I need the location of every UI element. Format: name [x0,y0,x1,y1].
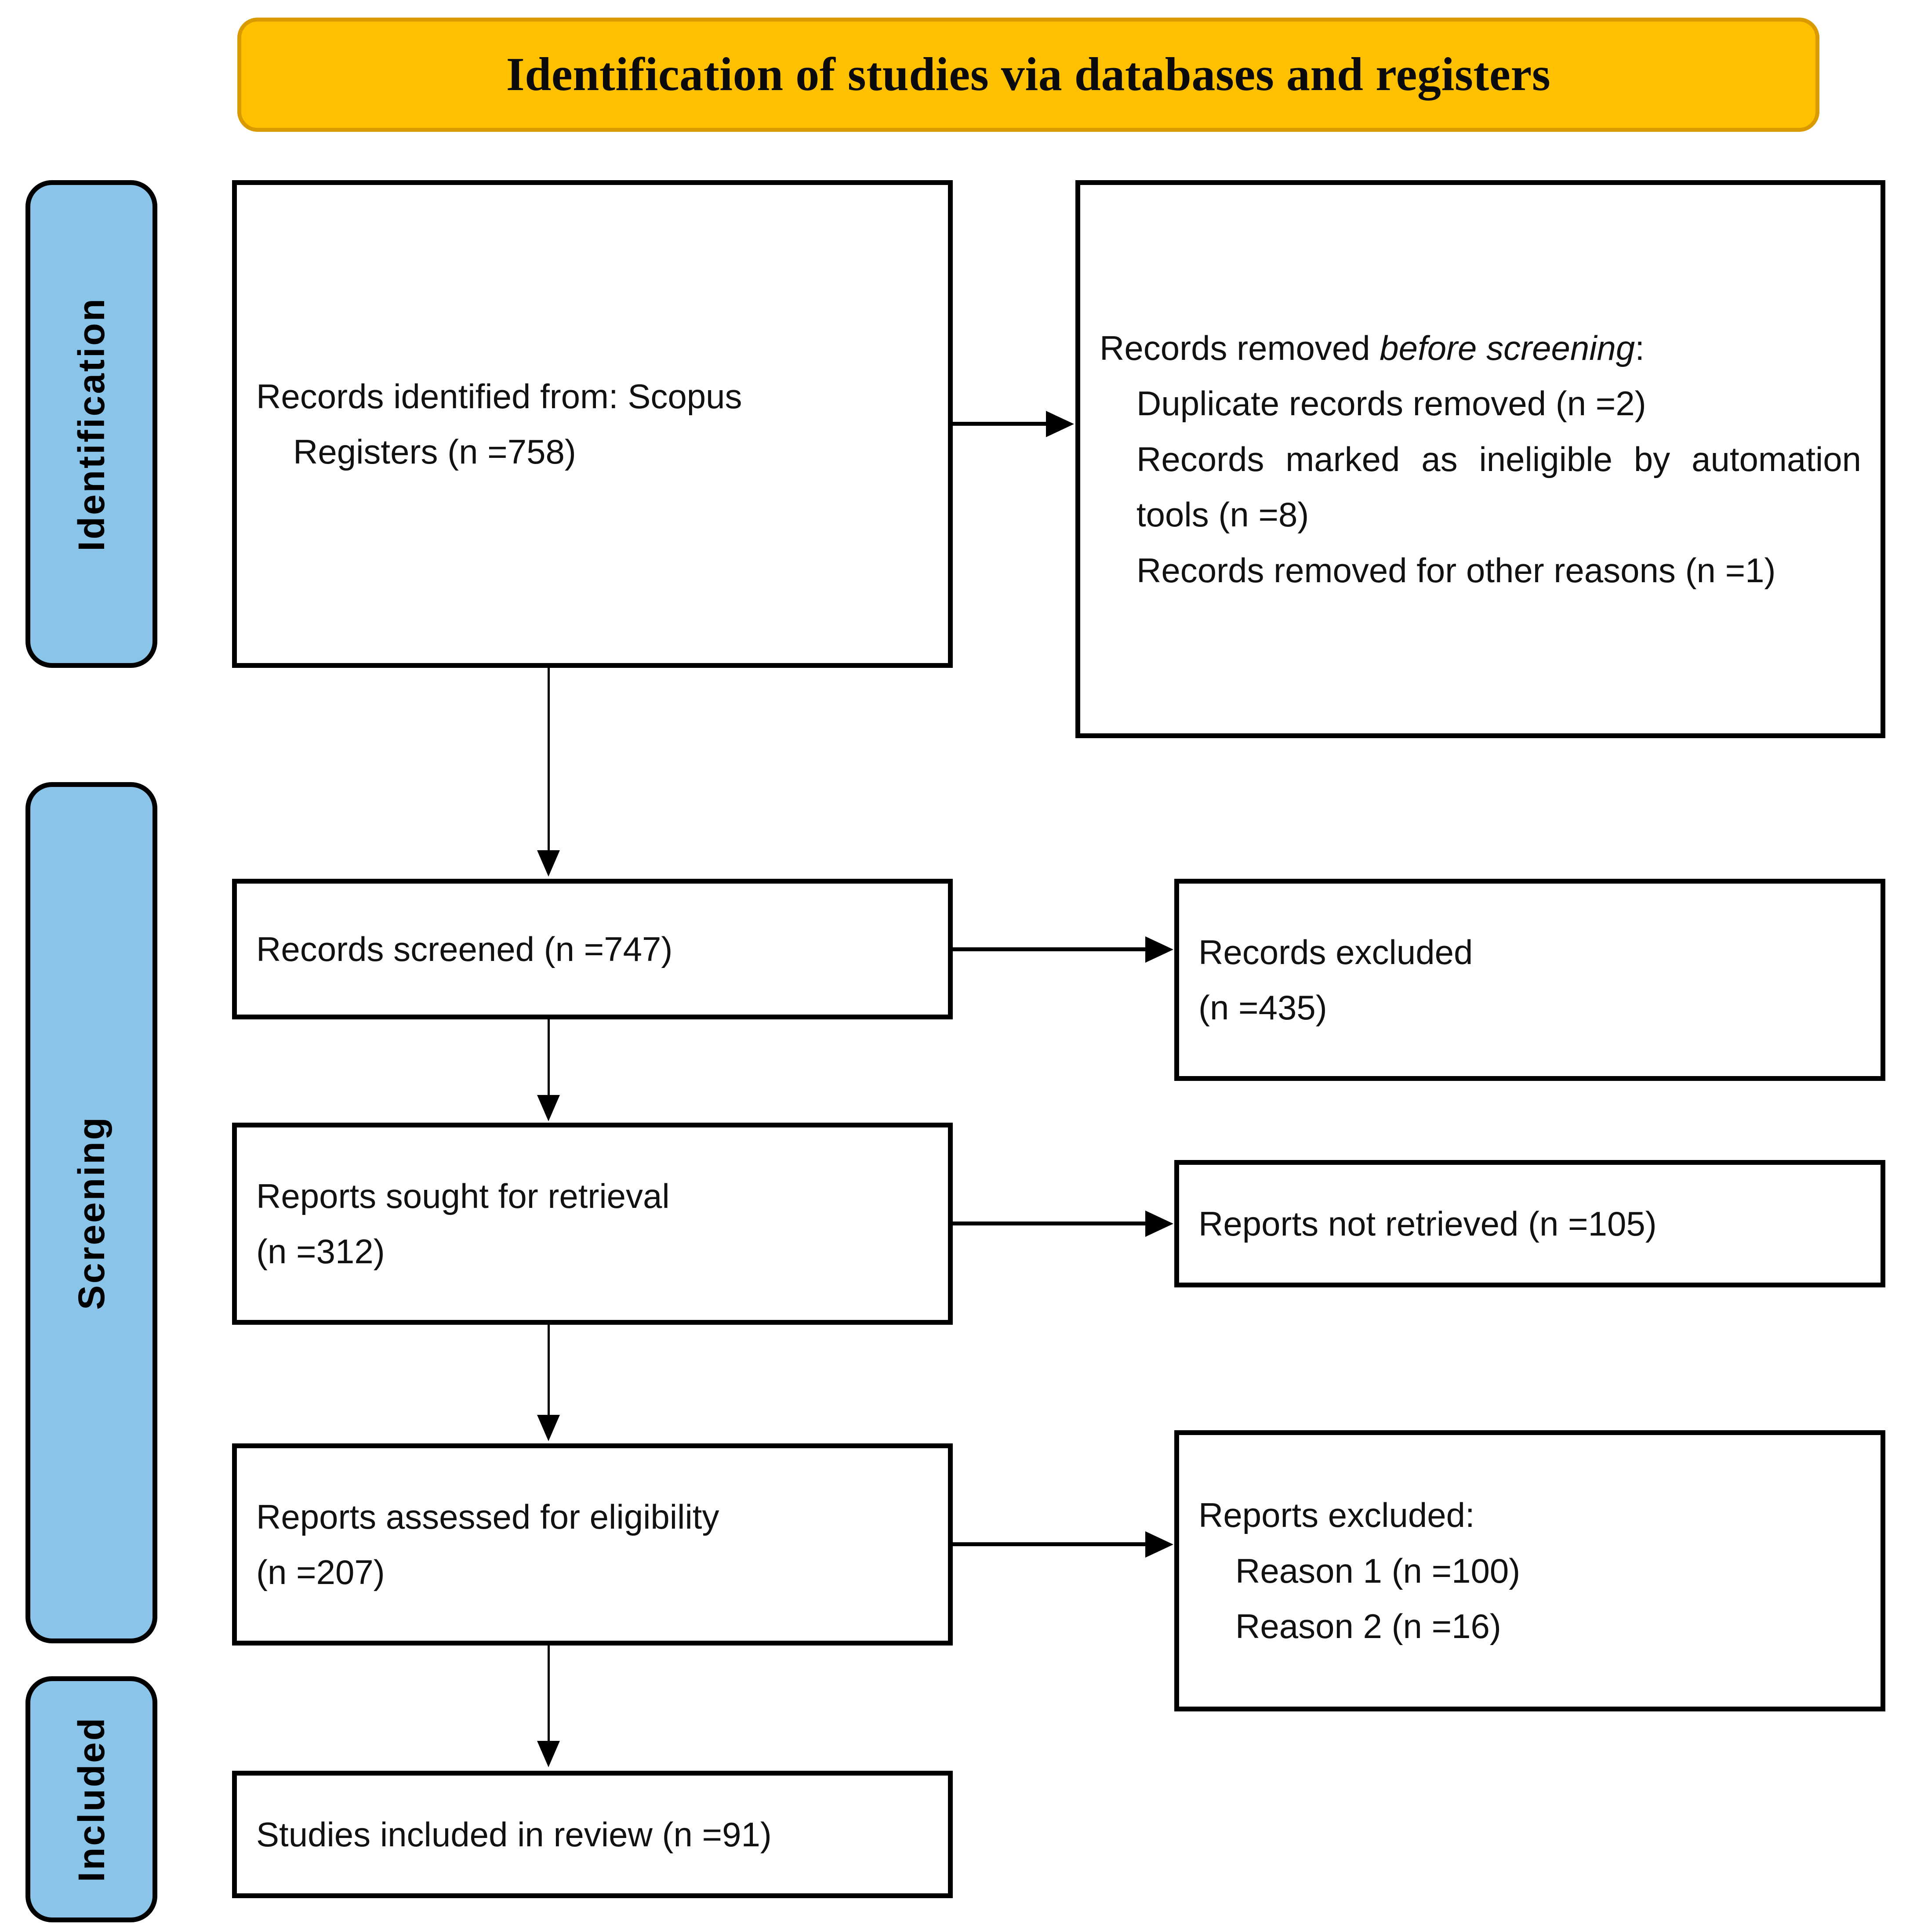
arrowhead-sought-to-assessed-icon [537,1415,560,1441]
arrowhead-sought-to-not-retrieved-icon [1145,1211,1173,1237]
node-reports-assessed-for-eligibility: Reports assessed for eligibility (n =207… [232,1443,953,1646]
node-records-removed-before-screening: Records removed before screening: Duplic… [1075,180,1885,738]
node-records-excluded: Records excluded (n =435) [1174,879,1885,1081]
node-reports-not-retrieved: Reports not retrieved (n =105) [1174,1160,1885,1287]
connector-sought-to-assessed [548,1325,550,1416]
connector-assessed-to-included [548,1646,550,1742]
records-removed-item-duplicate: Duplicate records removed (n =2) [1136,384,1646,423]
records-excluded-line2: (n =435) [1198,988,1327,1027]
connector-assessed-to-excluded [953,1542,1146,1546]
reports-assessed-line2: (n =207) [256,1553,385,1591]
reports-excluded-reason1: Reason 1 (n =100) [1235,1551,1521,1590]
records-excluded-line1: Records excluded [1198,932,1473,971]
reports-sought-line2: (n =312) [256,1232,385,1271]
reports-excluded-heading: Reports excluded: [1198,1496,1475,1535]
records-removed-item-ineligible: Records marked as ineligible by automati… [1136,439,1861,534]
connector-identified-to-screened [548,668,550,852]
arrowhead-screened-to-sought-icon [537,1095,560,1121]
connector-sought-to-not-retrieved [953,1222,1146,1225]
stage-label-included-text: Included [70,1716,112,1882]
stage-label-screening: Screening [25,782,157,1643]
connector-identified-to-removed [953,422,1047,426]
connector-screened-to-sought [548,1019,550,1096]
connector-screened-to-excluded [953,947,1146,951]
arrowhead-assessed-to-included-icon [537,1741,560,1767]
records-identified-line2: Registers (n =758) [293,432,576,471]
node-reports-sought-for-retrieval: Reports sought for retrieval (n =312) [232,1123,953,1325]
node-records-screened: Records screened (n =747) [232,879,953,1019]
records-removed-heading: Records removed before screening: [1080,320,1881,376]
node-studies-included-in-review: Studies included in review (n =91) [232,1771,953,1898]
stage-label-identification: Identification [25,180,157,668]
stage-label-identification-text: Identification [70,297,112,551]
arrowhead-screened-to-excluded-icon [1145,936,1173,963]
diagram-header-banner: Identification of studies via databases … [237,18,1819,132]
stage-label-screening-text: Screening [70,1115,112,1310]
studies-included-line1: Studies included in review (n =91) [256,1815,772,1854]
node-records-identified: Records identified from: Scopus Register… [232,180,953,668]
records-screened-line1: Records screened (n =747) [256,929,673,968]
records-identified-line1: Records identified from: Scopus [256,377,742,416]
reports-not-retrieved-line1: Reports not retrieved (n =105) [1198,1204,1657,1243]
page-title: Identification of studies via databases … [506,48,1551,101]
records-removed-heading-suffix: : [1635,329,1645,368]
reports-excluded-reason2: Reason 2 (n =16) [1235,1607,1501,1646]
arrowhead-identified-to-screened-icon [537,850,560,877]
records-removed-heading-italic: before screening [1380,329,1635,368]
node-reports-excluded: Reports excluded: Reason 1 (n =100) Reas… [1174,1430,1885,1711]
records-removed-item-other: Records removed for other reasons (n =1) [1136,551,1776,590]
arrowhead-assessed-to-excluded-icon [1145,1531,1173,1558]
reports-assessed-line1: Reports assessed for eligibility [256,1497,719,1536]
reports-sought-line1: Reports sought for retrieval [256,1176,670,1215]
records-removed-heading-prefix: Records removed [1100,329,1380,368]
stage-label-included: Included [25,1676,157,1922]
arrowhead-identified-to-removed-icon [1046,411,1074,437]
